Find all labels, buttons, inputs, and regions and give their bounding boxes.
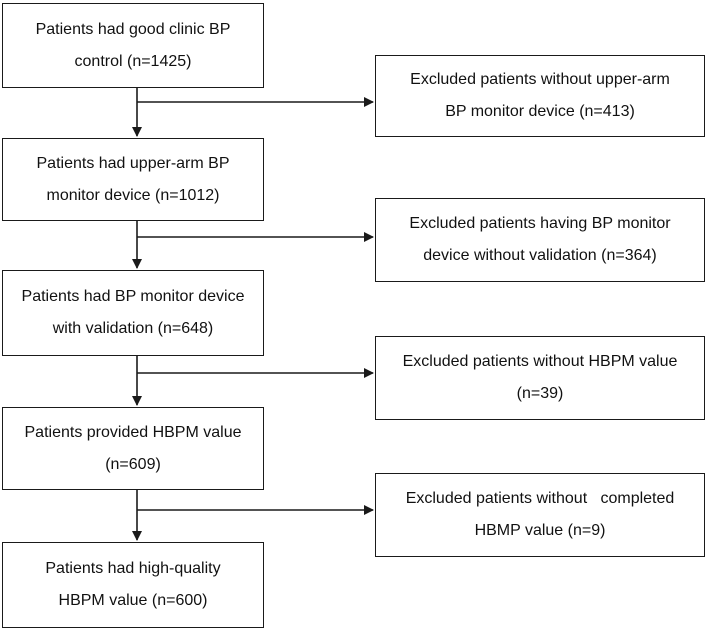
step-2-line-1: Patients had upper-arm BP bbox=[36, 154, 230, 172]
step-box-5: Patients had high-quality HBPM value (n=… bbox=[2, 542, 264, 628]
step-1-line-2: control (n=1425) bbox=[74, 52, 192, 70]
step-4-line-2: (n=609) bbox=[105, 455, 161, 473]
step-box-4: Patients provided HBPM value (n=609) bbox=[2, 407, 264, 490]
step-box-1: Patients had good clinic BP control (n=1… bbox=[2, 3, 264, 88]
step-5-line-1: Patients had high-quality bbox=[45, 560, 221, 577]
step-1-line-1: Patients had good clinic BP bbox=[35, 20, 231, 38]
exclusion-1-line-2: BP monitor device (n=413) bbox=[445, 103, 635, 120]
exclusion-1-line-1: Excluded patients without upper-arm bbox=[410, 71, 670, 88]
exclusion-2-line-2: device without validation (n=364) bbox=[423, 247, 657, 264]
step-3-line-1: Patients had BP monitor device bbox=[21, 288, 245, 305]
step-2-line-2: monitor device (n=1012) bbox=[46, 186, 220, 204]
exclusion-3-line-2: (n=39) bbox=[516, 385, 564, 402]
step-5-line-2: HBPM value (n=600) bbox=[58, 592, 208, 609]
step-3-line-2: with validation (n=648) bbox=[52, 320, 214, 337]
step-box-2: Patients had upper-arm BP monitor device… bbox=[2, 138, 264, 221]
exclusion-4-line-1: Excluded patients without completed bbox=[405, 490, 675, 507]
exclusion-box-2: Excluded patients having BP monitor devi… bbox=[375, 198, 705, 282]
exclusion-box-4: Excluded patients without completed HBMP… bbox=[375, 473, 705, 557]
exclusion-4-line-2: HBMP value (n=9) bbox=[474, 522, 606, 539]
exclusion-3-line-1: Excluded patients without HBPM value bbox=[402, 353, 678, 370]
exclusion-box-3: Excluded patients without HBPM value (n=… bbox=[375, 336, 705, 420]
step-4-line-1: Patients provided HBPM value bbox=[24, 423, 242, 441]
exclusion-2-line-1: Excluded patients having BP monitor bbox=[409, 215, 671, 232]
exclusion-box-1: Excluded patients without upper-arm BP m… bbox=[375, 55, 705, 137]
step-box-3: Patients had BP monitor device with vali… bbox=[2, 270, 264, 356]
